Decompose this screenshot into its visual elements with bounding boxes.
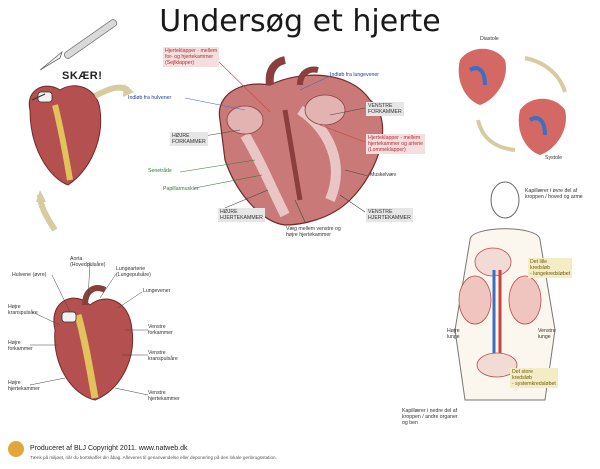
label-venstre-hjertekammer: VENSTRE HJERTEKAMMER — [366, 208, 413, 222]
label-det-store-kredslob: Det store kredsløb - systemkredsløbet — [510, 368, 558, 388]
label-indlob-lungevener: Indløb fra lungevener — [330, 72, 380, 78]
label-det-lille-kredslob: Det lille kredsløb - lungekredsløbet — [528, 258, 573, 278]
label-senetrade: Senetråde — [148, 168, 172, 174]
label-hojre-forkammer: HØJRE FORKAMMER — [170, 132, 208, 146]
label-hojre-lunge: Højre lunge — [447, 328, 460, 340]
cut-label: SKÆR! — [62, 70, 103, 82]
label-muskelvaev: Muskelvæv — [370, 172, 397, 178]
label-diastole: Diastole — [480, 36, 499, 42]
heart-cycle-diagram — [458, 48, 567, 155]
arrow-right — [93, 84, 130, 99]
label-venstre-forkammer-outer: Venstre forkammer — [148, 324, 173, 336]
small-heart-top — [28, 85, 102, 186]
footer-note: Tænk på miljøet, når du bortskaffer din … — [30, 455, 277, 460]
page-title: Undersøg et hjerte — [159, 4, 441, 39]
label-kapillaerer-nedre: Kapillærer i nedre del af kroppen / andr… — [402, 408, 458, 426]
label-systole: Systole — [545, 155, 563, 161]
label-hulvene: Hulvene (øvre) — [12, 272, 47, 278]
label-venstre-hjertekammer-outer: Venstre hjertekammer — [148, 390, 180, 402]
label-hjerteklapper-for: Hjerteklapper - mellem for- og hjertekam… — [163, 47, 220, 67]
label-indlob-hulvener: Indløb fra hulvener — [128, 95, 172, 101]
scalpel-icon — [39, 19, 118, 71]
label-hojre-hjertekammer: HØJRE HJERTEKAMMER — [218, 208, 265, 222]
footer-copyright: Produceret af BLJ Copyright 2011. www.na… — [30, 445, 188, 452]
outer-heart — [53, 285, 134, 401]
label-venstre-kranspulsaare: Venstre kranspulsåre — [148, 350, 178, 362]
label-vaeg: Væg mellem venstre og højre hjertekammer — [286, 226, 341, 238]
label-hjerteklapper-arterie: Hjerteklapper - mellem hjertekammer og a… — [366, 134, 426, 154]
label-papillarmuskler: Papillarmuskler — [163, 186, 199, 192]
sun-logo-icon — [8, 441, 24, 457]
label-lungevener: Lungevener — [143, 288, 171, 294]
label-hojre-kranspulsaare: Højre kranspulsåre — [8, 304, 38, 316]
label-kapillaerer-ovre: Kapillærer i øvre del af kroppen / hoved… — [525, 188, 583, 200]
label-hojre-forkammer-outer: Højre forkammer — [8, 340, 33, 352]
label-hojre-hjertekammer-outer: Højre hjertekammer — [8, 380, 40, 392]
label-lungearterie: Lungearterie (Lungepulsåre) — [116, 266, 151, 278]
label-venstre-forkammer: VENSTRE FORKAMMER — [366, 102, 404, 116]
label-aorta: Aorta (Hovedpulsåre) — [70, 256, 106, 268]
label-venstre-lunge: Venstre lunge — [538, 328, 556, 340]
